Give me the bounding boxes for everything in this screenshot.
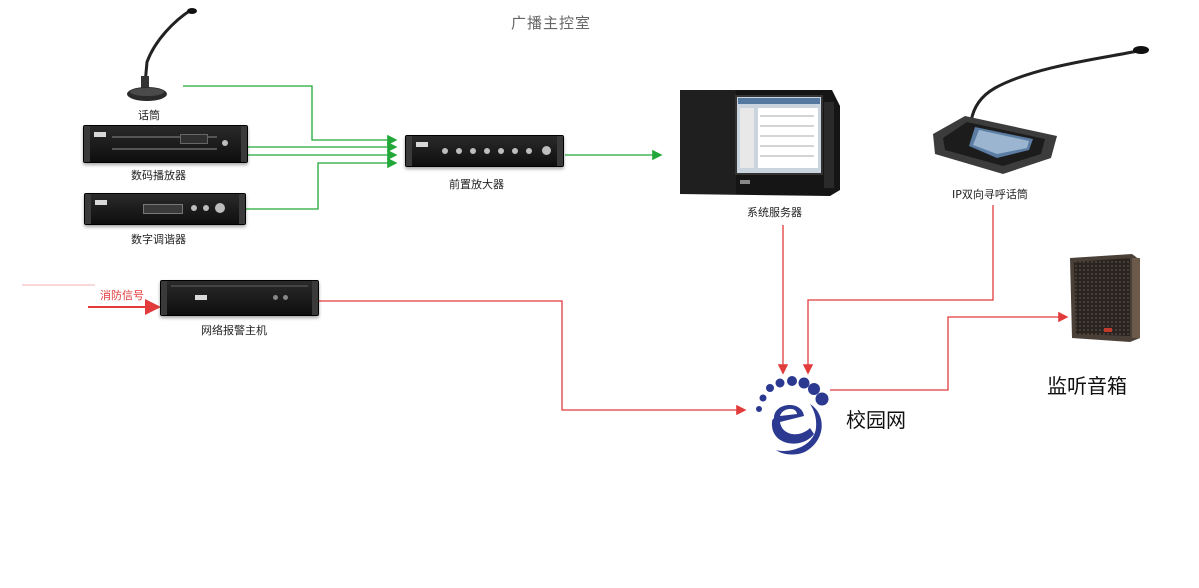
microphone-icon (127, 8, 197, 101)
paging-console-icon (933, 46, 1149, 174)
line-network-to-speaker (830, 311, 1069, 391)
label-fire-signal: 消防信号 (100, 289, 144, 302)
label-monitor-speaker: 监听音箱 (1047, 374, 1127, 398)
digital-player-device (83, 125, 248, 163)
system-server-device (680, 90, 840, 196)
line-tuner-to-preamp (246, 157, 398, 210)
label-preamp: 前置放大器 (449, 178, 504, 191)
line-alarm-to-network (318, 300, 747, 416)
line-mic-to-preamp (183, 85, 398, 146)
label-microphone: 话筒 (138, 109, 160, 122)
label-digital-player: 数码播放器 (131, 169, 186, 182)
digital-tuner-device (84, 193, 246, 225)
label-alarm-host: 网络报警主机 (201, 324, 267, 337)
label-digital-tuner: 数字调谐器 (131, 233, 186, 246)
line-paging-to-network (802, 205, 994, 375)
label-ip-paging: IP双向寻呼话筒 (952, 188, 1028, 201)
page-title: 广播主控室 (511, 14, 592, 32)
preamp-device (405, 135, 564, 167)
speaker-box-icon (1070, 254, 1140, 342)
campus-network-logo-icon (756, 376, 829, 455)
label-campus-network: 校园网 (846, 408, 906, 432)
label-system-server: 系统服务器 (747, 206, 802, 219)
alarm-host-device (160, 280, 319, 316)
